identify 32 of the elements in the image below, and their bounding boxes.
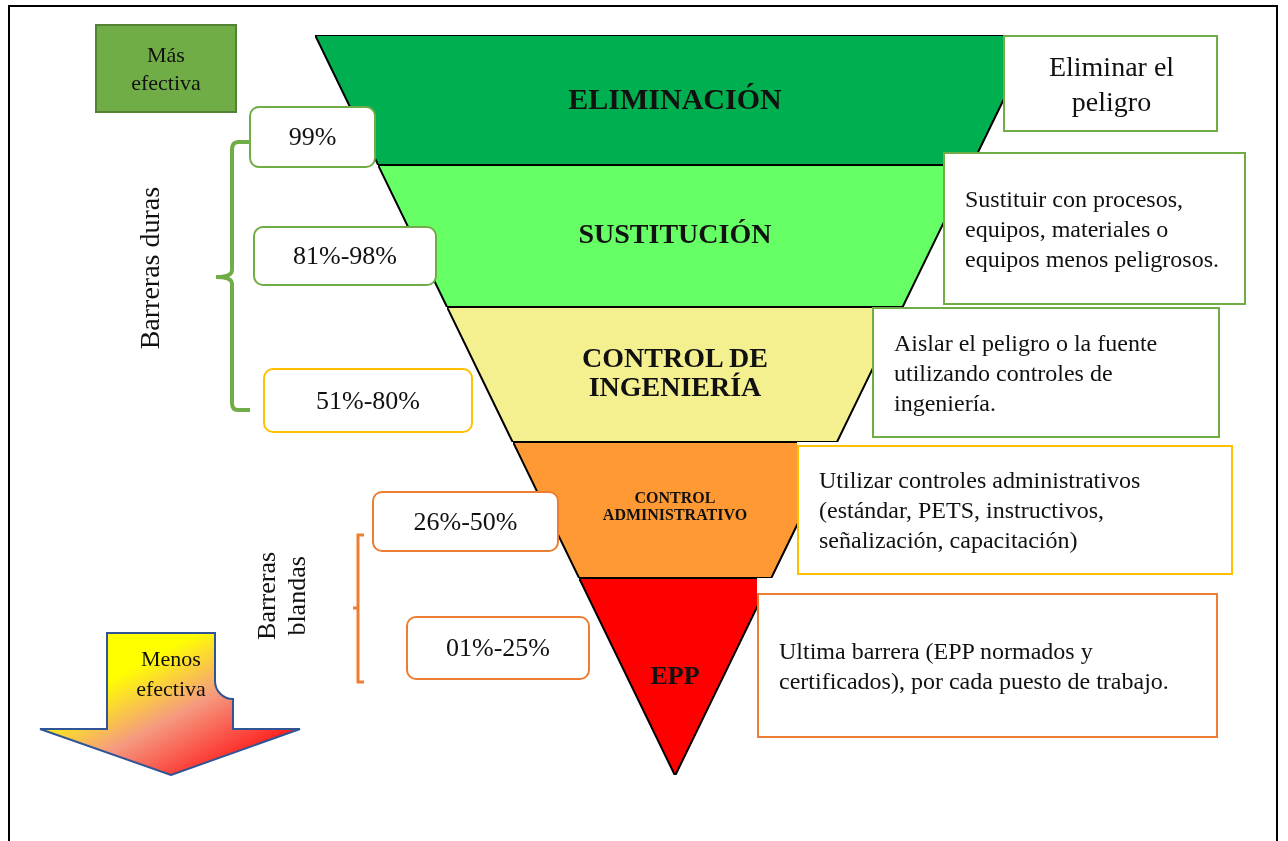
level-title: EPP bbox=[649, 662, 701, 690]
label-box bbox=[95, 24, 237, 113]
description-box bbox=[797, 445, 1233, 575]
side-label: Barreras duras bbox=[133, 185, 166, 352]
percentage-box bbox=[249, 106, 376, 168]
description-text: Utilizar controles administrativos (estándar, PETS, instructivos, señalización, capacitación) bbox=[819, 466, 1142, 555]
percentage-box bbox=[372, 491, 559, 552]
percentage-box bbox=[253, 226, 437, 286]
box-text: Más efectiva bbox=[130, 41, 202, 96]
percentage-box bbox=[263, 368, 473, 433]
level-title: SUSTITUCIÓN bbox=[577, 219, 773, 249]
arrow-text: Menos efectiva bbox=[135, 645, 207, 703]
percentage-box bbox=[406, 616, 590, 680]
level-title: ELIMINACIÓN bbox=[567, 83, 783, 115]
description-text: Eliminar el peligro bbox=[1047, 49, 1176, 119]
description-box bbox=[872, 307, 1220, 438]
funnel-level bbox=[578, 578, 757, 775]
description-box bbox=[757, 593, 1218, 738]
percentage-text: 01%-25% bbox=[446, 633, 550, 663]
description-box bbox=[1003, 35, 1218, 132]
level-title: CONTROL ADMINISTRATIVO bbox=[601, 490, 749, 524]
description-text: Ultima barrera (EPP normados y certificados), por cada puesto de trabajo. bbox=[779, 636, 1170, 696]
level-title: CONTROL DE INGENIERÍA bbox=[581, 343, 769, 402]
percentage-text: 99% bbox=[288, 122, 337, 152]
percentage-text: 26%-50% bbox=[413, 506, 518, 537]
description-text: Aislar el peligro o la fuente utilizando controles de ingeniería. bbox=[894, 328, 1159, 418]
funnel-level bbox=[447, 307, 872, 442]
percentage-text: 81%-98% bbox=[293, 241, 397, 271]
description-text: Sustituir con procesos, equipos, materiales o equipos menos peligrosos. bbox=[965, 184, 1220, 274]
description-box bbox=[943, 152, 1246, 305]
side-label: Barreras blandas bbox=[252, 550, 312, 642]
percentage-text: 51%-80% bbox=[316, 385, 420, 416]
